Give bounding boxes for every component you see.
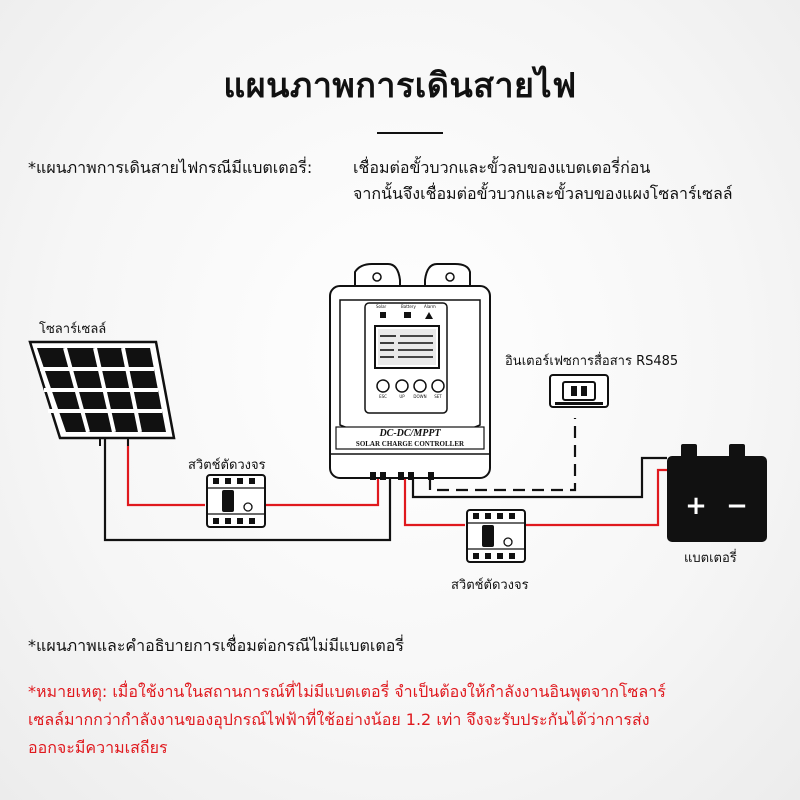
breaker-to-battery-wire xyxy=(525,468,667,527)
button-up-label: UP xyxy=(399,394,405,399)
battery-positive-wire xyxy=(403,478,465,527)
wires xyxy=(103,418,667,542)
breaker-bottom xyxy=(466,509,526,563)
indicator-alarm: Alarm xyxy=(424,304,436,309)
note-with-battery-line1: เชื่อมต่อขั้วบวกและขั้วลบของแบตเตอรี่ก่อ… xyxy=(353,158,651,177)
solar-negative-wire xyxy=(103,432,392,542)
battery-plus-symbol: + xyxy=(685,491,707,521)
button-esc-label: ESC xyxy=(379,394,387,399)
remark: *หมายเหตุ: เมื่อใช้งานในสถานการณ์ที่ไม่ม… xyxy=(28,678,778,762)
remark-line1: *หมายเหตุ: เมื่อใช้งานในสถานการณ์ที่ไม่ม… xyxy=(28,682,666,701)
rs485-connector xyxy=(549,374,609,408)
button-down-label: DOWN xyxy=(413,394,426,399)
button-set-label: SET xyxy=(434,394,442,399)
remark-line3: ออกจะมีความเสถียร xyxy=(28,738,168,757)
note-with-battery-line2: จากนั้นจึงเชื่อมต่อขั้วบวกและขั้วลบของแผ… xyxy=(353,184,733,203)
controller-subtitle: SOLAR CHARGE CONTROLLER xyxy=(356,440,465,448)
note-with-battery-lead: *แผนภาพการเดินสายไฟกรณีมีแบตเตอรี่: xyxy=(28,158,313,177)
indicator-battery: Battery xyxy=(401,304,416,309)
rs485-wire xyxy=(428,418,577,492)
remark-line2: เซลล์มากกว่ากำลังงานของอุปกรณ์ไฟฟ้าที่ใช… xyxy=(28,710,650,729)
controller-brand-line: DC-DC/MPPT xyxy=(378,428,441,439)
breaker-to-controller-wire xyxy=(265,478,380,507)
page-title: แผนภาพการเดินสายไฟ xyxy=(223,66,577,106)
note-with-battery: *แผนภาพการเดินสายไฟกรณีมีแบตเตอรี่: เชื่อ… xyxy=(28,155,778,207)
breaker-top xyxy=(206,474,266,528)
battery-negative-wire xyxy=(411,456,667,499)
indicator-solar: Solar xyxy=(376,304,387,309)
solar-panel xyxy=(28,340,176,446)
solar-positive-wire xyxy=(126,440,205,507)
solar-panel-label: โซลาร์เซลล์ xyxy=(39,322,107,337)
battery-minus-symbol: − xyxy=(726,491,748,521)
charge-controller: Solar Battery Alarm ESC UP DOWN SET DC-D… xyxy=(329,263,491,480)
rs485-label: อินเตอร์เฟซการสื่อสาร RS485 xyxy=(505,354,679,369)
battery xyxy=(667,444,767,542)
battery-label: แบตเตอรี่ xyxy=(684,551,737,566)
breaker-bottom-label: สวิตช์ตัดวงจร xyxy=(451,578,529,593)
note-without-battery: *แผนภาพและคำอธิบายการเชื่อมต่อกรณีไม่มีแ… xyxy=(28,636,404,655)
title-underline xyxy=(377,132,443,134)
breaker-top-label: สวิตช์ตัดวงจร xyxy=(188,458,266,473)
